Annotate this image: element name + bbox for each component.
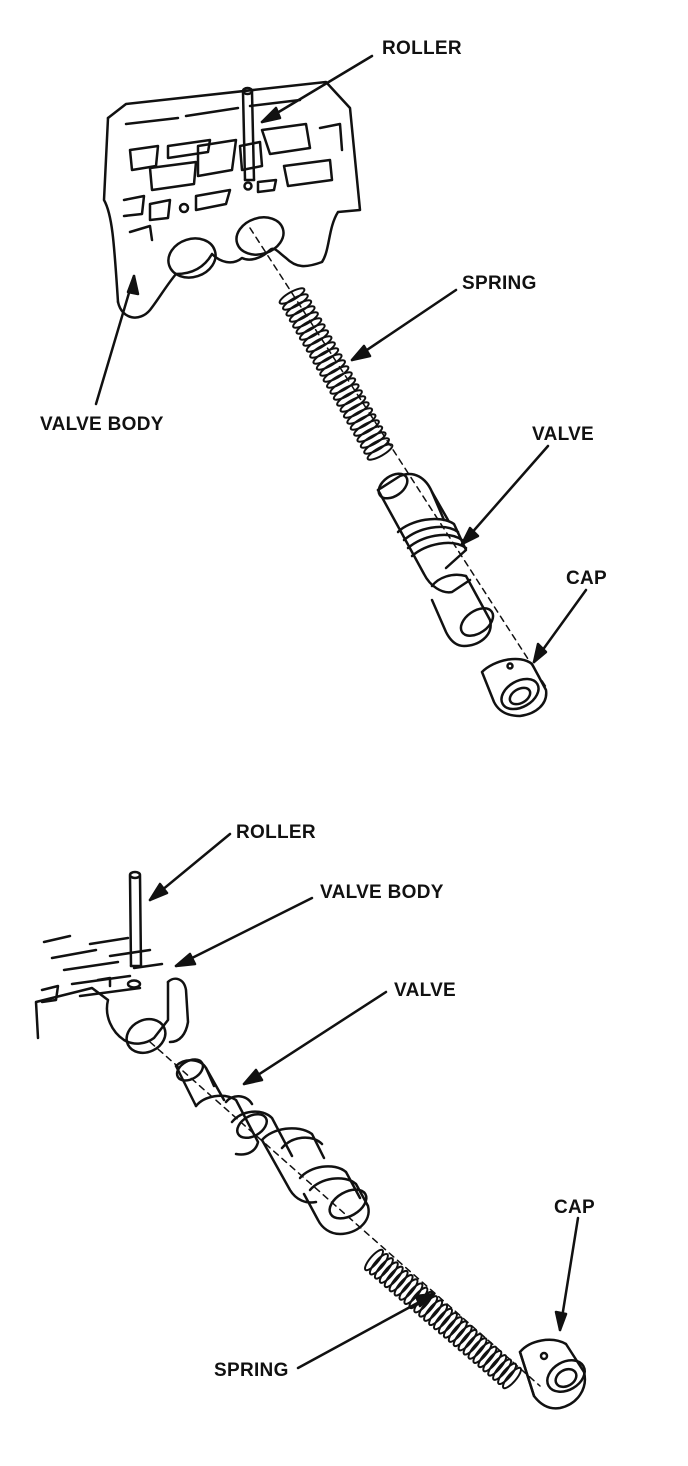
spring-coil [366, 443, 394, 461]
spring-coil [329, 377, 357, 395]
valve-illustration [376, 472, 495, 648]
spring-label: SPRING [214, 1360, 289, 1381]
roller-illustration [241, 86, 256, 182]
spring-coil [363, 437, 390, 455]
spring-coil [319, 359, 346, 377]
valve-body-label: VALVE BODY [40, 414, 164, 435]
spring-coil [487, 1354, 508, 1377]
spring-coil [315, 353, 343, 371]
spring-coil [423, 1299, 444, 1322]
spring-coil [278, 287, 306, 305]
spring-coil [388, 1269, 409, 1293]
spring-coil [288, 305, 316, 323]
spring-coil [349, 413, 377, 431]
cap-illustration [518, 1338, 587, 1410]
bottom-illustration [34, 832, 587, 1410]
spring-coil [472, 1341, 493, 1364]
valve-body-illustration [34, 934, 190, 1055]
spring-coil [378, 1261, 399, 1284]
spring-coil [285, 299, 313, 317]
spring-coil [356, 425, 384, 443]
spring-coil [393, 1274, 414, 1297]
spring-coil [309, 341, 336, 359]
spring-label: SPRING [462, 273, 537, 294]
spring-illustration [278, 287, 394, 461]
spring-illustration [364, 1248, 522, 1390]
spring-coil [353, 419, 380, 437]
valve-illustration [174, 1058, 370, 1236]
spring-coil [433, 1307, 453, 1331]
spring-coil [282, 293, 309, 311]
spring-coil [359, 431, 387, 449]
spring-coil [398, 1278, 419, 1301]
roller-illustration [128, 870, 143, 968]
leader-lines [94, 54, 588, 664]
spring-coil [452, 1324, 473, 1348]
spring-coil [292, 311, 319, 329]
cap-label: CAP [566, 568, 608, 589]
spring-coil [336, 389, 363, 407]
spring-coil [477, 1345, 498, 1369]
spring-coil [482, 1349, 503, 1373]
valve-label: VALVE [394, 980, 457, 1001]
leader-lines [148, 832, 580, 1370]
spring-coil [339, 395, 367, 413]
spring-coil [383, 1265, 404, 1289]
axis-line [149, 1041, 541, 1387]
spring-coil [437, 1311, 458, 1335]
spring-coil [302, 329, 330, 347]
cap-illustration [480, 657, 548, 718]
spring-coil [364, 1248, 384, 1272]
spring-coil [326, 371, 353, 389]
spring-coil [457, 1328, 478, 1352]
spring-coil [346, 407, 374, 425]
spring-coil [332, 383, 360, 401]
spring-coil [428, 1303, 449, 1327]
spring-coil [295, 317, 323, 335]
spring-coil [467, 1337, 488, 1360]
valve-label: VALVE [532, 424, 595, 445]
roller-label: ROLLER [236, 822, 316, 843]
spring-coil [298, 323, 326, 341]
spring-coil [418, 1295, 439, 1318]
spring-coil [497, 1362, 518, 1386]
spring-coil [447, 1320, 468, 1343]
spring-coil [305, 335, 333, 353]
cap-label: CAP [554, 1197, 596, 1218]
top-diagram: ROLLER SPRING VALVE BODY VALVE CAP [40, 38, 608, 718]
roller-label: ROLLER [382, 38, 462, 59]
valve-body-label: VALVE BODY [320, 882, 444, 903]
bottom-diagram: ROLLER VALVE BODY VALVE CAP SPRING [0, 790, 688, 1466]
spring-coil [322, 365, 350, 383]
spring-coil [373, 1257, 394, 1280]
spring-coil [502, 1366, 522, 1390]
spring-coil [462, 1333, 483, 1356]
top-illustration [94, 54, 588, 718]
spring-coil [442, 1316, 463, 1339]
spring-coil [312, 347, 340, 365]
spring-coil [368, 1252, 389, 1276]
valve-body-illustration [102, 80, 362, 319]
spring-coil [492, 1358, 513, 1381]
spring-coil [342, 401, 370, 419]
